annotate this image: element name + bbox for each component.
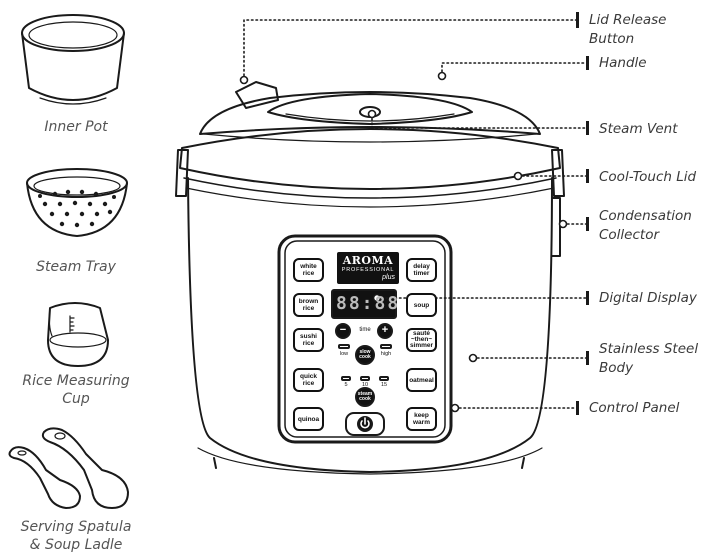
oatmeal-button[interactable]: oatmeal xyxy=(406,368,437,392)
steam-time-10: 10 xyxy=(361,382,369,388)
quick-rice-button[interactable]: quick rice xyxy=(293,368,324,392)
brand-plus: plus xyxy=(382,274,395,281)
rice-cooker-drawing xyxy=(175,81,565,475)
steam-vent-label: Steam Vent xyxy=(599,121,678,137)
steam-tray-label: Steam Tray xyxy=(36,259,116,275)
brand-name: AROMA xyxy=(342,254,394,267)
control-panel-label: Control Panel xyxy=(589,400,680,416)
slow-high-label: high xyxy=(380,351,392,357)
leader-endpoints xyxy=(239,71,568,413)
leader-ticks xyxy=(576,12,589,415)
inner-pot-label: Inner Pot xyxy=(44,119,108,135)
time-minus-button[interactable]: − xyxy=(339,324,347,336)
measuring-cup-drawing xyxy=(47,302,109,367)
leader-lines xyxy=(243,19,587,409)
slow-cook-button[interactable]: slow cook xyxy=(359,349,371,360)
steam-cook-button[interactable]: steam cook xyxy=(357,391,373,402)
spatula-ladle-label: Serving Spatula & Soup Ladle xyxy=(20,519,132,553)
steam-time-15: 15 xyxy=(380,382,388,388)
power-icon xyxy=(360,417,370,429)
brand-logo: AROMA PROFESSIONAL plus xyxy=(337,252,399,284)
brown-rice-button[interactable]: brown rice xyxy=(293,293,324,317)
cool-touch-lid-label: Cool-Touch Lid xyxy=(599,169,697,185)
white-rice-button[interactable]: white rice xyxy=(293,258,324,282)
spatula-drawing xyxy=(8,446,81,509)
inner-pot-drawing xyxy=(21,14,125,105)
steam-time-5: 5 xyxy=(344,382,348,388)
quinoa-button[interactable]: quinoa xyxy=(293,407,324,431)
time-plus-button[interactable]: + xyxy=(381,324,389,336)
saute-simmer-button[interactable]: sauté ~then~ simmer xyxy=(406,328,437,352)
steam-tray-holes xyxy=(38,189,116,228)
rice-measuring-cup-label: Rice Measuring Cup xyxy=(22,373,130,407)
stainless-body-label: Stainless Steel Body xyxy=(599,341,699,376)
time-label: time xyxy=(359,327,371,333)
lid-release-label: Lid Release Button xyxy=(589,12,667,47)
brand-sub: PROFESSIONAL xyxy=(341,267,395,273)
handle-label: Handle xyxy=(599,55,647,71)
ladle-drawing xyxy=(41,427,129,509)
digital-display-label: Digital Display xyxy=(599,290,697,306)
keep-warm-button[interactable]: keep warm xyxy=(406,407,437,431)
soup-button[interactable]: soup xyxy=(406,293,437,317)
display-digits: 88:88 xyxy=(336,293,401,314)
delay-timer-button[interactable]: delay timer xyxy=(406,258,437,282)
sushi-rice-button[interactable]: sushi rice xyxy=(293,328,324,352)
condensation-collector-label: Condensation Collector xyxy=(599,208,692,243)
slow-low-label: low xyxy=(339,351,349,357)
steam-tray-drawing xyxy=(26,168,128,237)
power-button[interactable] xyxy=(346,413,384,435)
